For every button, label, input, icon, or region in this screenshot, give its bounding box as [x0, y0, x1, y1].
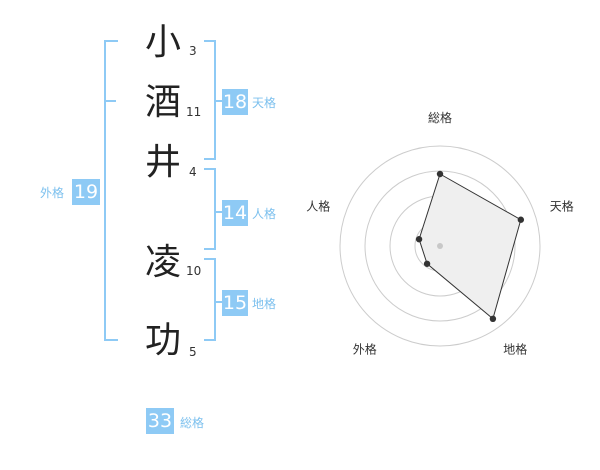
name-char-1: 小	[144, 22, 181, 63]
gaikaku-badge: 19	[72, 179, 100, 205]
tenkaku-connector	[214, 100, 222, 102]
stroke-count-2: 11	[186, 105, 202, 119]
tenkaku-bracket-top	[204, 40, 216, 42]
gaikaku-bracket-bottom	[104, 339, 118, 341]
radar-polygon	[418, 173, 522, 320]
jinkaku-connector	[214, 211, 222, 213]
name-char-3: 井	[144, 142, 181, 183]
chikaku-bracket-spine	[214, 258, 216, 341]
stroke-count-3: 4	[189, 165, 197, 179]
chikaku-bracket-top	[204, 258, 216, 260]
radar-points	[415, 170, 525, 323]
radar-axis-label-3: 地格	[503, 342, 527, 357]
radar-center-dot	[437, 243, 443, 249]
radar-point-3	[489, 315, 497, 323]
jinkaku-bracket-top	[204, 168, 216, 170]
radar-point-4	[423, 260, 431, 267]
gaikaku-bracket-spine	[104, 40, 106, 341]
radar-axis-label-1: 総格	[428, 110, 452, 125]
chikaku-label: 地格	[252, 297, 277, 311]
radar-axis-label-5: 人格	[306, 198, 330, 213]
jinkaku-badge: 14	[222, 200, 248, 226]
name-char-5: 功	[144, 320, 181, 361]
gaikaku-bracket-top	[104, 40, 118, 42]
name-char-2: 酒	[144, 82, 181, 123]
radar-axis-label-2: 天格	[550, 198, 574, 213]
chikaku-connector	[214, 301, 222, 303]
jinkaku-bracket-bottom	[204, 248, 216, 250]
tenkaku-badge: 18	[222, 89, 248, 115]
jinkaku-bracket-spine	[214, 168, 216, 250]
name-char-4: 凌	[144, 242, 181, 283]
radar-axis-label-4: 外格	[353, 342, 377, 357]
stroke-count-5: 5	[189, 345, 197, 359]
radar-ring	[339, 145, 541, 347]
chikaku-bracket-bottom	[204, 339, 216, 341]
soukaku-label: 総格	[180, 416, 205, 430]
soukaku-badge: 33	[146, 408, 174, 434]
jinkaku-label: 人格	[252, 207, 277, 221]
tenkaku-bracket-bottom	[204, 158, 216, 160]
stroke-count-1: 3	[189, 44, 197, 58]
radar-point-2	[517, 216, 525, 223]
gaikaku-label: 外格	[40, 186, 65, 200]
stroke-count-4: 10	[186, 264, 202, 278]
radar-point-5	[415, 236, 423, 243]
tenkaku-label: 天格	[252, 96, 277, 110]
chikaku-badge: 15	[222, 290, 248, 316]
gaikaku-bracket-tick	[104, 100, 116, 102]
radar-point-1	[436, 170, 444, 178]
